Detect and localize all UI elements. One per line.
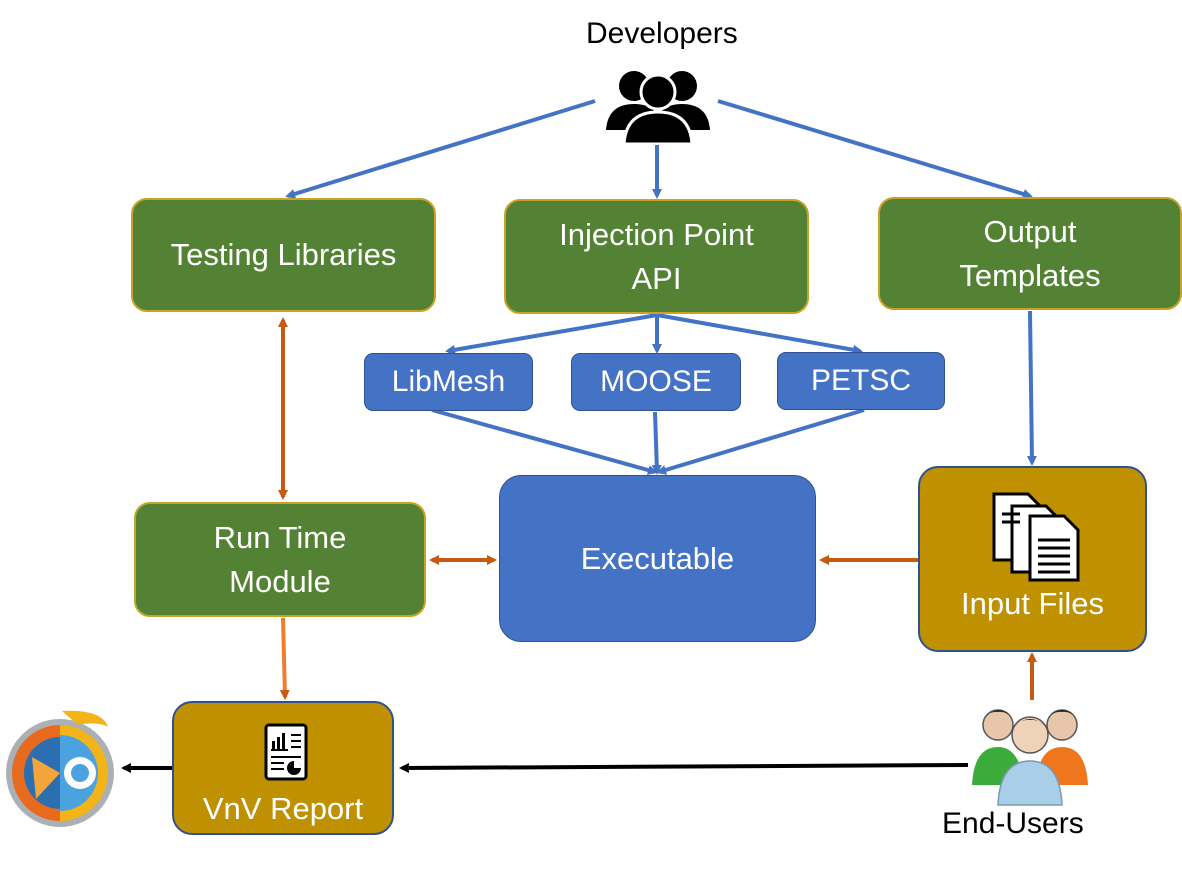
injection-point-api-label-line1: Injection Point	[559, 216, 754, 252]
injection-point-api-box: Injection Point API	[504, 199, 809, 314]
arrow-moose-to-executable	[651, 411, 662, 475]
report-document-icon	[264, 723, 308, 781]
arrow-petsc-to-executable	[656, 408, 865, 475]
executable-label: Executable	[580, 540, 735, 576]
users-group-icon	[972, 709, 1088, 806]
web-browser-logos-icon	[6, 710, 114, 827]
vnv-report-box: VnV Report	[172, 701, 394, 835]
input-files-box: Input Files	[918, 466, 1147, 652]
arrow-runtime-to-report	[279, 617, 290, 700]
output-templates-label-line1: Output	[983, 213, 1077, 249]
run-time-module-label-line1: Run Time	[213, 519, 347, 555]
arrow-api-to-libmesh	[445, 313, 658, 355]
arrow-end-users-to-report	[399, 762, 969, 773]
testing-libraries-box: Testing Libraries	[131, 198, 436, 312]
testing-libraries-label: Testing Libraries	[170, 237, 397, 272]
output-templates-box: Output Templates	[878, 197, 1182, 310]
libmesh-box: LibMesh	[364, 353, 533, 411]
injection-point-api-label-line2: API	[631, 260, 682, 296]
end-users-label: End-Users	[942, 807, 1084, 840]
arrow-developers-to-templates	[717, 99, 1033, 199]
group-of-people-icon	[606, 71, 710, 144]
executable-box: Executable	[499, 475, 816, 642]
moose-box: MOOSE	[571, 353, 741, 411]
vnv-report-label: VnV Report	[202, 791, 364, 826]
arrow-libmesh-to-executable	[431, 408, 658, 475]
output-templates-label-line2: Templates	[959, 257, 1101, 293]
run-time-module-box: Run Time Module	[134, 502, 426, 617]
moose-label: MOOSE	[600, 365, 712, 398]
arrow-templates-to-input-files	[1026, 310, 1037, 466]
run-time-module-label-line2: Module	[229, 563, 331, 599]
petsc-label: PETSC	[810, 364, 912, 397]
documents-icon	[992, 492, 1080, 582]
arrow-api-to-petsc	[656, 313, 863, 355]
libmesh-label: LibMesh	[391, 365, 506, 398]
arrow-developers-to-testing	[285, 99, 596, 199]
petsc-box: PETSC	[777, 352, 945, 410]
developers-label: Developers	[586, 17, 738, 50]
input-files-label: Input Files	[960, 586, 1104, 621]
